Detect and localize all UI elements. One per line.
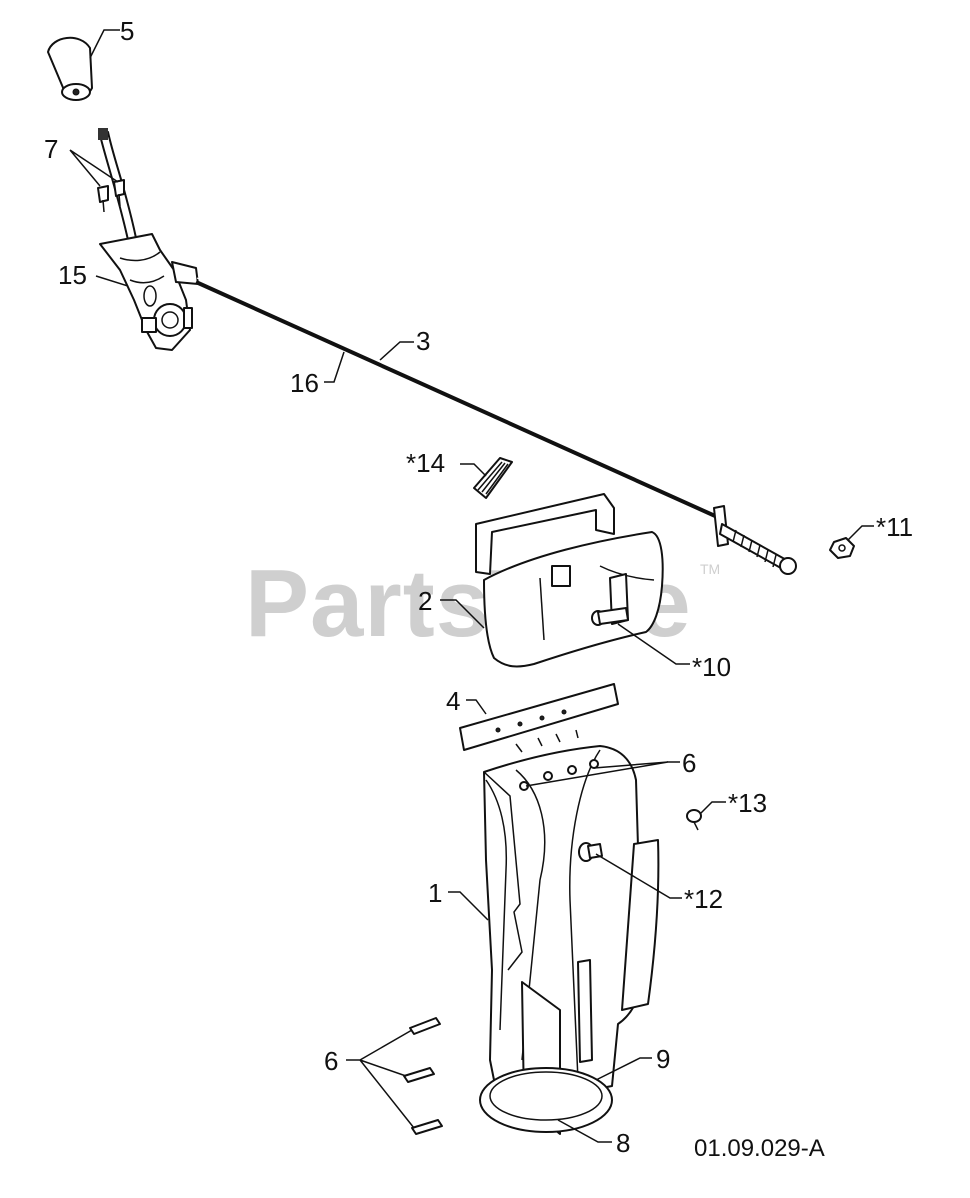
part-5-knob[interactable] (47, 37, 93, 101)
part-3-16-shift-rod[interactable] (195, 277, 797, 575)
callout-12: *12 (684, 884, 723, 914)
part-15-shift-lever-assembly[interactable] (98, 128, 199, 351)
callout-7: 7 (44, 134, 58, 164)
callout-4: 4 (446, 686, 460, 716)
part-9-base-ring[interactable] (479, 1067, 613, 1133)
callout-1: 1 (428, 878, 442, 908)
callout-6-top: 6 (682, 748, 696, 778)
watermark-trademark: TM (700, 561, 720, 577)
part-13-screw[interactable] (686, 809, 702, 831)
callout-15: 15 (58, 260, 87, 290)
part-12-bolt[interactable] (578, 842, 603, 862)
callout-11: *11 (876, 512, 913, 542)
callout-5: 5 (120, 16, 134, 46)
callout-13: *13 (728, 788, 767, 818)
part-2-deflector[interactable] (475, 493, 664, 668)
part-10-bolt[interactable] (591, 607, 629, 626)
drawing-code: 01.09.029-A (694, 1135, 825, 1162)
callout-6-bottom: 6 (324, 1046, 338, 1076)
callout-10: *10 (692, 652, 731, 682)
callout-8: 8 (616, 1128, 630, 1158)
part-4-blade[interactable] (459, 683, 619, 751)
leader-lines (69, 29, 874, 1143)
part-7-bolts[interactable] (97, 179, 125, 213)
part-6-rivets-top[interactable] (515, 729, 599, 791)
callout-2: 2 (418, 586, 432, 616)
part-14-spring[interactable] (473, 457, 513, 499)
callout-16: 16 (290, 368, 319, 398)
callout-9: 9 (656, 1044, 670, 1074)
part-1-discharge-chute[interactable] (483, 745, 660, 1101)
part-11-nut[interactable] (829, 537, 855, 559)
part-6-rivets-bottom[interactable] (403, 1017, 443, 1135)
callout-14: *14 (406, 448, 445, 478)
callout-3: 3 (416, 326, 430, 356)
